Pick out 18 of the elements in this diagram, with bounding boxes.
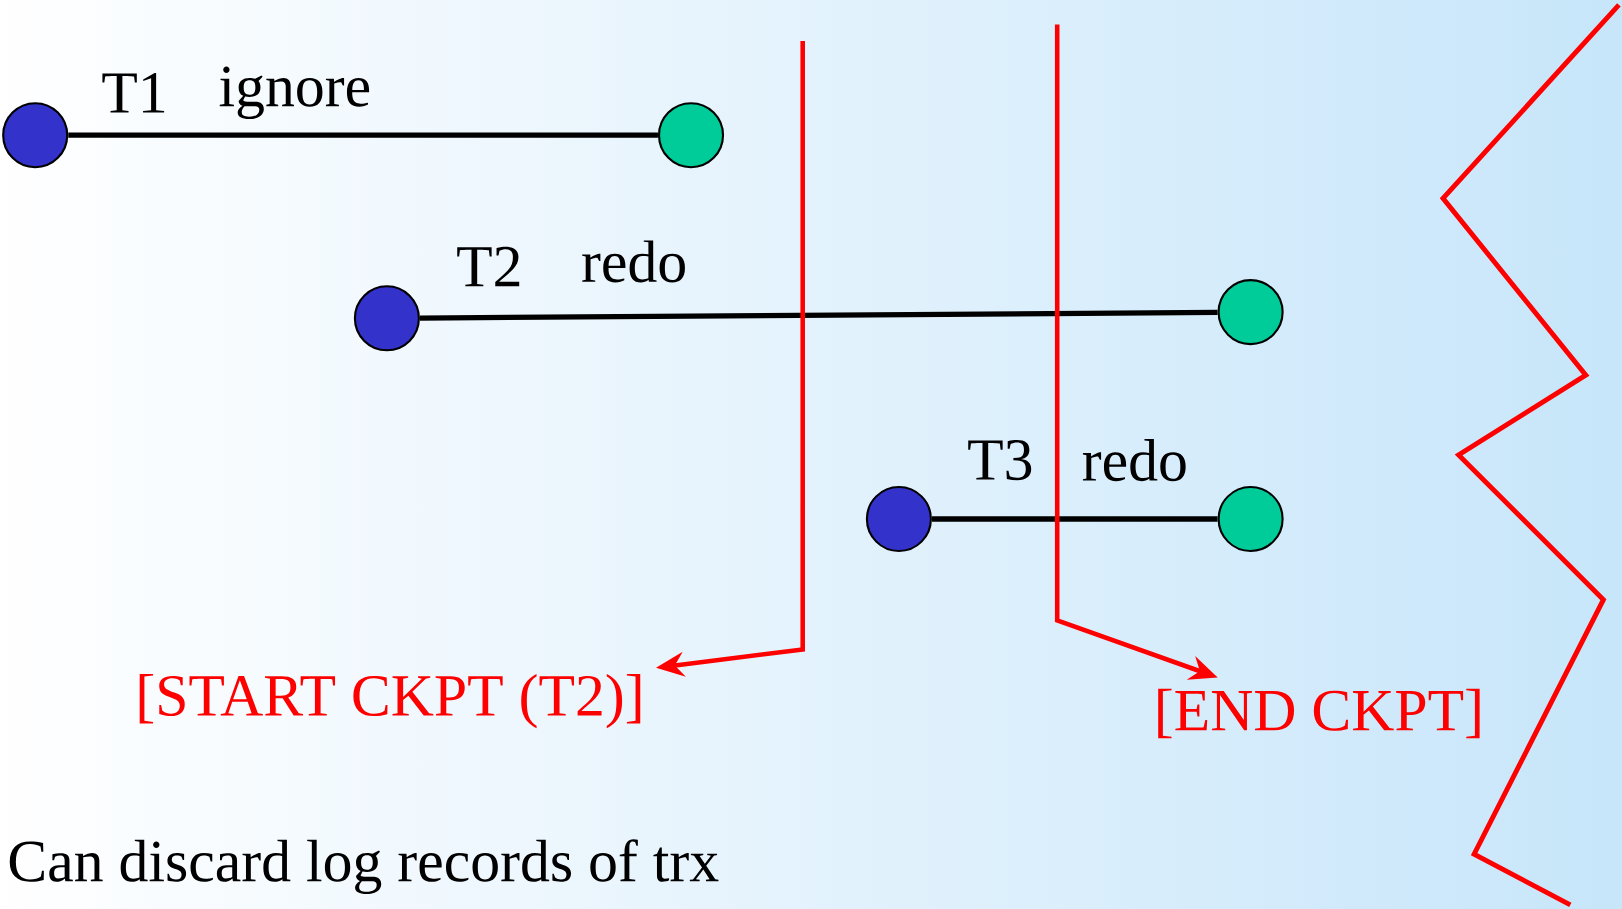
- event-dot: [865, 485, 932, 553]
- event-dot: [1217, 485, 1284, 553]
- transaction-label: T2: [457, 246, 520, 287]
- event-dot: [1217, 279, 1284, 346]
- transaction-label: ignore: [219, 66, 370, 119]
- transaction-label: T1: [102, 73, 165, 113]
- transaction-label: T3: [968, 440, 1032, 481]
- event-dot: [657, 102, 725, 169]
- timeline: [419, 309, 1218, 321]
- transaction-label: redo: [582, 240, 685, 283]
- checkpoint-label: [END CKPT]: [1158, 688, 1480, 739]
- caption: Can discard log records of trx: [9, 839, 719, 895]
- transaction-label: redo: [1082, 439, 1186, 482]
- timeline: [931, 516, 1218, 522]
- event-dot: [2, 102, 69, 169]
- event-dot: [353, 285, 420, 352]
- timeline: [68, 132, 658, 138]
- checkpoint-label: [START CKPT (T2)]: [139, 674, 641, 729]
